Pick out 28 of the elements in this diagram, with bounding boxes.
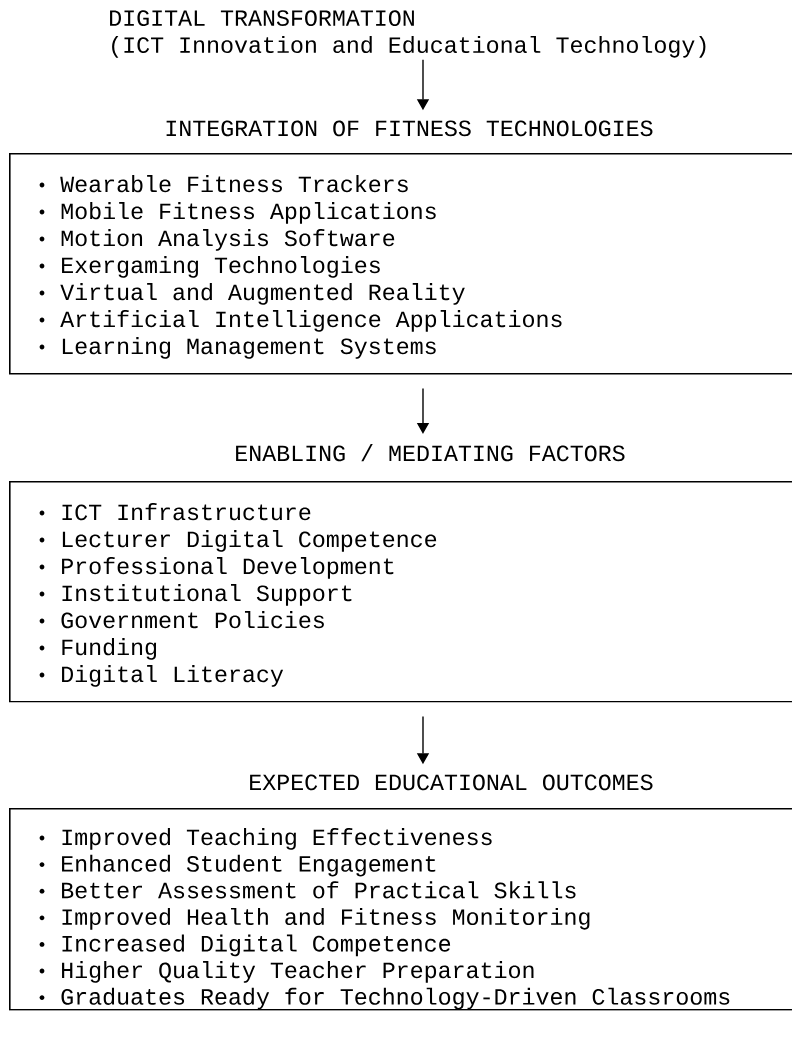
list-item: Learning Management Systems <box>62 337 436 359</box>
list-item: Institutional Support <box>62 584 352 606</box>
list-item: Improved Health and Fitness Monitoring <box>62 907 590 930</box>
list-item: Funding <box>62 638 157 660</box>
list-box <box>9 444 792 703</box>
list-item: Virtual and Augmented Reality <box>60 283 465 305</box>
list-item: Exergaming Technologies <box>62 256 380 278</box>
list-item: Motion Analysis Software <box>61 229 395 251</box>
list-item: Enhanced Student Engagement <box>62 854 436 877</box>
list-box <box>9 774 792 1011</box>
list-item: Improved Teaching Effectiveness <box>62 828 492 850</box>
list-item: Wearable Fitness Trackers <box>60 175 408 193</box>
list-item: Graduates Ready for Technology-Driven Classrooms <box>61 987 730 1010</box>
list-item: Digital Literacy <box>62 665 284 687</box>
list-item: Artificial Intelligence Applications <box>60 310 562 332</box>
list-item: Mobile Fitness Applications <box>61 202 436 224</box>
list-item: Government Policies <box>61 611 324 629</box>
list-item: ICT Infrastructure <box>62 503 311 521</box>
title: DIGITAL TRANSFORMATION (ICT Innovation and Educational Technology) <box>110 10 706 58</box>
heading: ENABLING / MEDIATING FACTORS <box>236 444 625 462</box>
list-item: Increased Digital Competence <box>62 934 451 957</box>
list-item: Better Assessment of Practical Skills <box>62 881 576 899</box>
list-item: Professional Development <box>62 557 394 579</box>
heading: EXPECTED EDUCATIONAL OUTCOMES <box>250 774 653 791</box>
list-box <box>9 120 792 375</box>
heading: INTEGRATION OF FITNESS TECHNOLOGIES <box>166 120 653 137</box>
list-item: Higher Quality Teacher Preparation <box>62 961 534 983</box>
list-item: Lecturer Digital Competence <box>62 530 437 552</box>
